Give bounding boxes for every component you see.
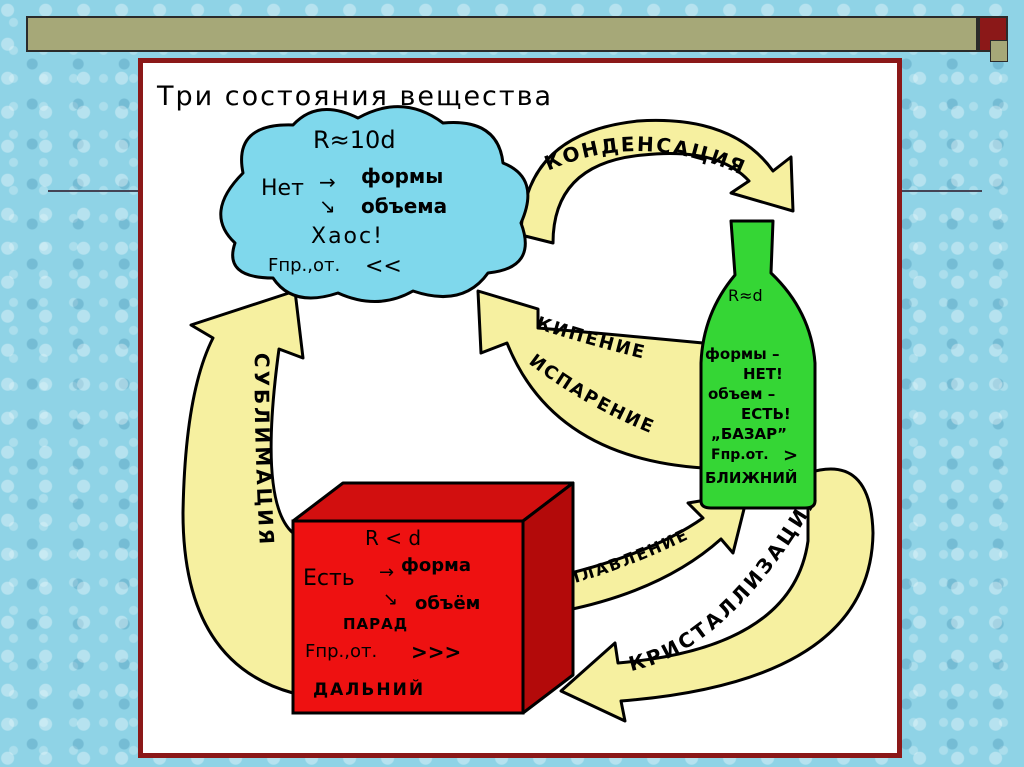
arrow-sublimation: СУБЛИМАЦИЯ xyxy=(181,289,305,695)
solid-order: ДАЛЬНИЙ xyxy=(313,678,425,700)
arrow-boiling-evaporation-body xyxy=(476,289,705,470)
liquid-distance: R≈d xyxy=(728,286,763,305)
liquid-volume-yes: ЕСТЬ! xyxy=(741,405,791,423)
liquid-volume: объем – xyxy=(708,385,775,403)
liquid-shape-no: НЕТ! xyxy=(743,365,783,383)
solid-cube-front xyxy=(291,519,525,715)
solid-arrow-1: → xyxy=(379,562,394,583)
liquid-force: Fпр.от. xyxy=(711,447,769,463)
solid-parade: ПАРАД xyxy=(343,615,408,633)
gas-distance: R≈10d xyxy=(313,126,396,154)
arrow-boiling-evaporation: КИПЕНИЕ ИСПАРЕНИЕ xyxy=(476,289,705,470)
arrow-melting-body xyxy=(561,491,750,613)
diagram-title: Три состояния вещества xyxy=(156,81,553,112)
gas-force-mark: << xyxy=(365,254,402,279)
gas-force: Fпр.,от. xyxy=(268,255,340,276)
gas-cloud-shape xyxy=(219,105,530,303)
gas-chaos: Хаос! xyxy=(311,224,384,249)
gas-arrow-2: ↘ xyxy=(319,194,336,218)
liquid-order: БЛИЖНИЙ xyxy=(705,468,797,487)
arrow-crystallization-body xyxy=(559,467,875,723)
solid-force: Fпр.,от. xyxy=(305,641,377,662)
solid-volume-label: объём xyxy=(415,593,480,614)
solid-cube: R < d Есть → ↘ форма объём ПАРАД Fпр.,от… xyxy=(291,481,575,715)
gas-shape-label: формы xyxy=(361,164,443,188)
solid-cube-side xyxy=(521,481,575,715)
title-bar-accent-inner xyxy=(990,40,1008,62)
decorative-rule-right xyxy=(902,190,982,192)
label-sublimation: СУБЛИМАЦИЯ xyxy=(250,353,279,548)
arrow-melting: ПЛАВЛЕНИЕ xyxy=(561,491,750,613)
solid-force-mark: >>> xyxy=(411,640,461,664)
liquid-bottle-shape xyxy=(699,219,817,510)
gas-arrow-1: → xyxy=(319,170,336,194)
solid-arrow-2: ↘ xyxy=(383,589,398,610)
liquid-force-mark: > xyxy=(783,445,798,466)
gas-cloud: R≈10d Нет → ↘ формы объема Хаос! Fпр.,от… xyxy=(219,105,530,303)
gas-volume-label: объема xyxy=(361,194,447,218)
phase-transition-diagram: КОНДЕНСАЦИЯ КИПЕНИЕ ИСПАРЕНИЕ СУБЛИМАЦИЯ… xyxy=(156,81,875,723)
slide-title-bar xyxy=(26,16,978,52)
arrow-condensation-body xyxy=(519,118,795,245)
solid-distance: R < d xyxy=(365,526,421,550)
gas-no-label: Нет xyxy=(261,176,304,201)
diagram-frame: КОНДЕНСАЦИЯ КИПЕНИЕ ИСПАРЕНИЕ СУБЛИМАЦИЯ… xyxy=(138,58,902,758)
liquid-bottle: R≈d формы – НЕТ! объем – ЕСТЬ! „БАЗАР” F… xyxy=(699,219,817,510)
solid-shape-label: форма xyxy=(401,555,471,576)
decorative-rule-left xyxy=(48,190,140,192)
liquid-shape: формы – xyxy=(705,345,779,363)
arrow-sublimation-body xyxy=(181,289,305,695)
solid-yes-label: Есть xyxy=(303,566,355,591)
liquid-bazar: „БАЗАР” xyxy=(711,425,787,443)
